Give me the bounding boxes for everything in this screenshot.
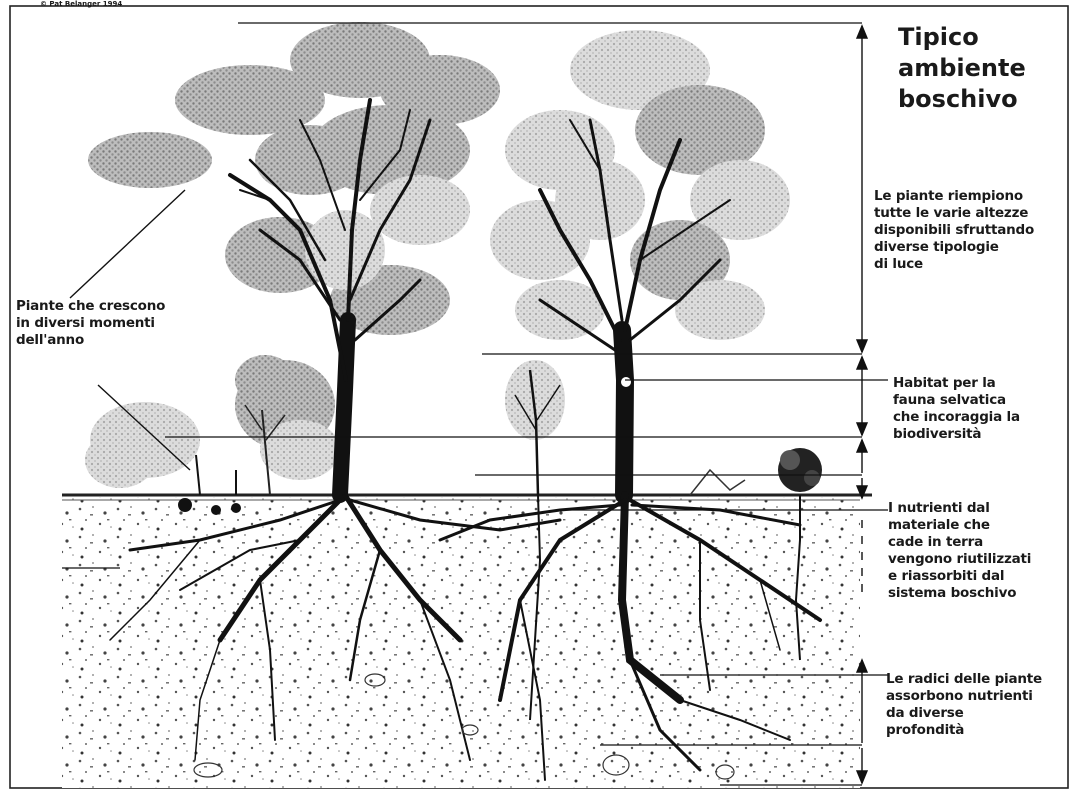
annotation-seasonal-plants: Piante che crescono in diversi momenti d… xyxy=(16,298,165,349)
annotation-canopy: Le piante riempiono tutte le varie altez… xyxy=(874,188,1034,273)
left-shrubs-illustration xyxy=(85,355,340,515)
left-tree-canopy xyxy=(88,22,500,335)
tree-hollow-icon xyxy=(621,377,631,387)
copyright-text: © Pat Belanger 1994 xyxy=(40,0,122,9)
height-scale xyxy=(857,26,867,783)
pointer-line-upper xyxy=(70,190,185,298)
annotation-habitat: Habitat per la fauna selvatica che incor… xyxy=(893,375,1020,443)
annotation-roots: Le radici delle piante assorbono nutrien… xyxy=(886,671,1042,739)
right-tree-canopy xyxy=(490,30,790,340)
diagram-title: Tipico ambiente boschivo xyxy=(898,22,1026,115)
annotation-nutrients: I nutrienti dal materiale che cade in te… xyxy=(888,500,1031,602)
